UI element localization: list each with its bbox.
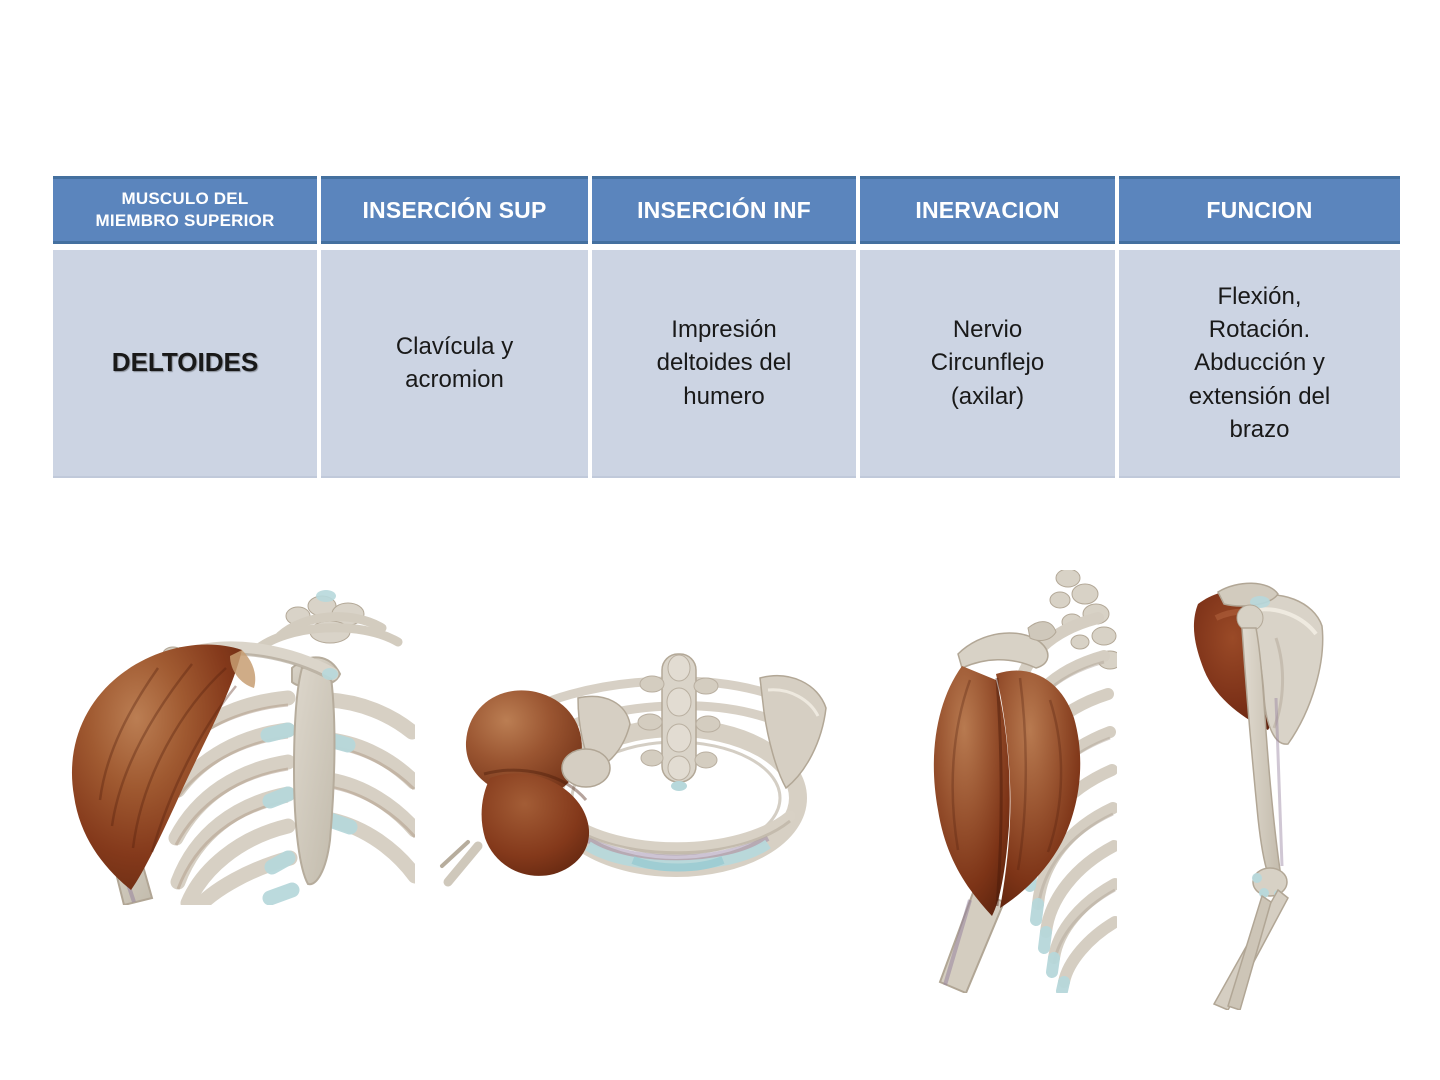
column-header-insercion-inf: INSERCIÓN INF	[592, 176, 856, 244]
deltoid-muscle-shape	[71, 644, 242, 890]
figure-lateral-shoulder-view	[900, 570, 1117, 993]
column-header-muscle: MUSCULO DEL MIEMBRO SUPERIOR	[53, 176, 317, 244]
scapula-bone	[1247, 594, 1324, 745]
muscle-table: MUSCULO DEL MIEMBRO SUPERIOR INSERCIÓN S…	[53, 176, 1400, 478]
forearm-bones	[1212, 888, 1289, 1010]
cell-inervacion: Nervio Circunflejo (axilar)	[860, 250, 1115, 478]
cell-muscle-name: DELTOIDES	[53, 250, 317, 478]
acromion-bone	[957, 621, 1057, 670]
lateral-shoulder-illustration	[933, 570, 1117, 993]
humeral-head	[561, 748, 611, 788]
posterior-arm-illustration	[1193, 582, 1324, 1010]
figure-anterior-shoulder-view	[30, 590, 415, 905]
acromion-bone	[1217, 582, 1279, 608]
figure-posterior-arm-view	[1176, 578, 1348, 1010]
humeral-head	[1236, 604, 1264, 632]
column-header-funcion: FUNCION	[1119, 176, 1400, 244]
deltoid-muscle-posterior-lobe	[996, 670, 1081, 908]
deltoid-muscle-shape	[465, 690, 582, 799]
elbow-joint	[1252, 867, 1288, 898]
figure-superior-shoulder-view	[438, 650, 830, 892]
superior-shoulder-illustration	[440, 653, 827, 887]
sternum-bone	[291, 656, 342, 886]
column-header-insercion-sup: INSERCIÓN SUP	[321, 176, 588, 244]
cell-insercion-sup: Clavícula y acromion	[321, 250, 588, 478]
cell-insercion-inf: Impresión deltoides del humero	[592, 250, 856, 478]
vertebral-column	[637, 653, 721, 791]
column-header-inervacion: INERVACION	[860, 176, 1115, 244]
arm-bone-stub	[440, 840, 483, 887]
deltoid-muscle-shape	[933, 666, 1010, 916]
anterior-shoulder-illustration	[71, 590, 415, 905]
cell-funcion: Flexión, Rotación. Abducción y extensión…	[1119, 250, 1400, 478]
deltoid-muscle-lower-lobe	[481, 773, 590, 876]
